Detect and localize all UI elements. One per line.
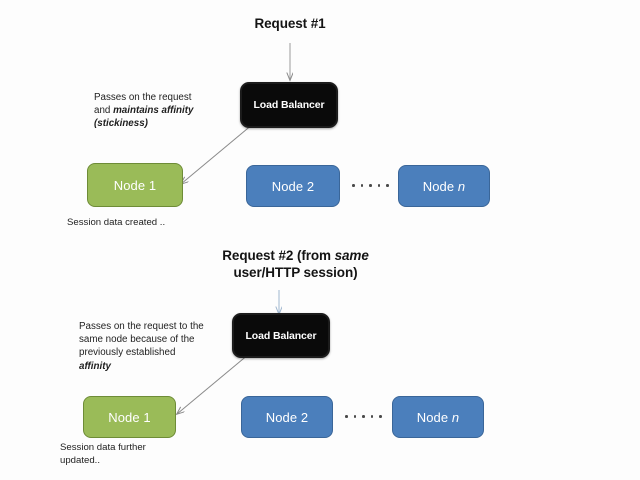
ellipsis-dot — [386, 184, 389, 187]
block2-caption-line3: previously established — [79, 347, 176, 359]
block1-caption-line1: Passes on the request — [94, 92, 192, 103]
ellipsis-dot — [369, 184, 372, 187]
node-box-block2-node1[interactable]: Node 1 — [83, 396, 176, 438]
node-box-block2-node2[interactable]: Node 2 — [241, 396, 333, 438]
node-label-block2-node1: Node 1 — [108, 409, 151, 425]
node-label-block1-node1: Node 1 — [113, 177, 157, 193]
node-label-block1-node2: Node 2 — [271, 178, 315, 194]
block1-caption-line2-italic: maintains affinity — [113, 105, 194, 117]
node-label-block2-noden: Node n — [416, 409, 460, 425]
block2-caption-line4: affinity — [79, 360, 111, 372]
load-balancer-label-1: Load Balancer — [253, 99, 325, 111]
ellipsis-dot — [352, 184, 355, 187]
block1-session-note: Session data created .. — [67, 216, 247, 229]
ellipsis-dot — [362, 415, 365, 418]
request2-title-line1: Request #2 (from same — [222, 248, 369, 263]
ellipsis-dot — [353, 415, 356, 418]
block2-caption-line1: Passes on the request to the — [79, 321, 204, 332]
node-box-block1-node2[interactable]: Node 2 — [246, 165, 340, 207]
node-box-block1-node1[interactable]: Node 1 — [87, 163, 183, 207]
block2-session-note-line2: updated.. — [60, 455, 101, 466]
load-balancer-box-1[interactable]: Load Balancer — [240, 82, 338, 128]
load-balancer-label-2: Load Balancer — [245, 329, 317, 342]
node-label-block2-node2: Node 2 — [265, 409, 309, 425]
block2-caption-line2: same node because of the — [79, 334, 195, 346]
request1-title: Request #1 — [215, 15, 365, 32]
ellipsis-dot — [370, 415, 373, 418]
request2-title: Request #2 (from same user/HTTP session) — [193, 247, 398, 281]
load-balancer-box-2[interactable]: Load Balancer — [232, 313, 330, 358]
ellipsis-dot — [345, 415, 348, 418]
block1-caption-line2: and maintains affinity — [94, 104, 224, 117]
ellipsis-dot — [360, 184, 363, 187]
ellipsis-block1 — [352, 184, 389, 187]
node-label-block1-noden: Node n — [422, 178, 466, 194]
block2-session-note: Session data further updated.. — [60, 441, 230, 467]
block2-session-note-line1: Session data further — [60, 442, 146, 453]
request2-title-line2: user/HTTP session) — [233, 265, 358, 280]
block2-caption: Passes on the request to the same node b… — [79, 320, 231, 373]
node-box-block1-noden[interactable]: Node n — [398, 165, 490, 207]
block1-caption-line2-prefix: and — [94, 105, 114, 117]
node-box-block2-noden[interactable]: Node n — [392, 396, 484, 438]
block1-caption: Passes on the request and maintains affi… — [94, 91, 224, 131]
block1-session-note-text: Session data created .. — [67, 217, 166, 228]
ellipsis-dot — [377, 184, 380, 187]
ellipsis-dot — [379, 415, 382, 418]
request1-title-text: Request #1 — [254, 16, 326, 31]
ellipsis-block2 — [345, 415, 382, 418]
block1-caption-line3: (stickiness) — [94, 118, 148, 130]
arrow-lb-to-node1-block1 — [181, 123, 254, 184]
